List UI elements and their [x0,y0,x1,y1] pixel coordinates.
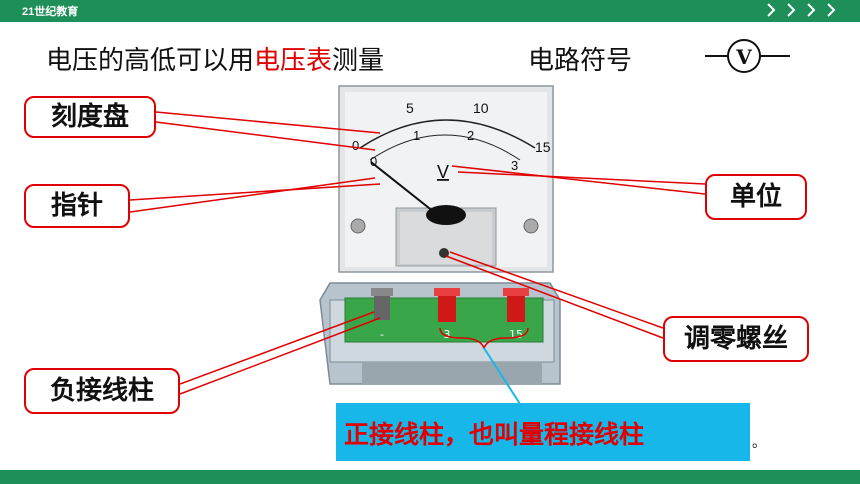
meter-needle [370,161,435,213]
terminal-label: 3 [444,328,451,341]
top-banner: 21世纪教育 [0,0,860,22]
voltmeter-circuit-symbol: V [705,39,790,73]
chevron-right-icon [807,3,816,17]
scale-top-zero: 0 [352,138,359,153]
title-part1: 电压的高低可以用 [46,46,255,76]
bottom-banner [0,470,860,484]
positive-terminal-callout: 正接线柱，也叫量程接线柱 [336,403,750,461]
terminal-3v: 3 [434,288,460,341]
page-title: 电压的高低可以用电压表测量 [46,40,384,77]
callout-pointer [483,347,521,405]
title-part2: 测量 [332,46,385,76]
negative-terminal: - [371,288,393,341]
chevron-right-icon [787,3,796,17]
terminal-label: 15 [509,328,523,341]
label-negative-terminal: 负接线柱 [24,368,180,414]
scale-bottom-label: 1 [413,128,420,143]
label-unit: 单位 [705,174,807,220]
terminal-label: - [380,328,384,341]
circuit-symbol-label: 电路符号 [528,46,633,76]
symbol-letter: V [735,45,752,69]
scale-top-label: 15 [535,139,551,155]
scale-bottom-label: 0 [370,154,377,169]
label-zero-screw: 调零螺丝 [663,316,809,362]
chevron-right-icon [827,3,836,17]
chevron-right-icon [767,3,776,17]
meter-face [338,85,554,273]
scale-bottom-label: 3 [511,158,518,173]
meter-unit-label: V [437,162,449,182]
label-needle: 指针 [24,184,130,228]
label-dial: 刻度盘 [24,96,156,138]
scale-bottom-label: 2 [467,128,474,143]
scale-top-label: 5 [406,100,414,116]
scale-top-label: 10 [473,100,489,116]
callout-text: 正接线柱，也叫量程接线柱 [344,420,645,449]
callout-suffix: 。 [752,435,766,451]
title-highlight: 电压表 [254,46,333,76]
brand-logo: 21世纪教育 [22,6,79,18]
